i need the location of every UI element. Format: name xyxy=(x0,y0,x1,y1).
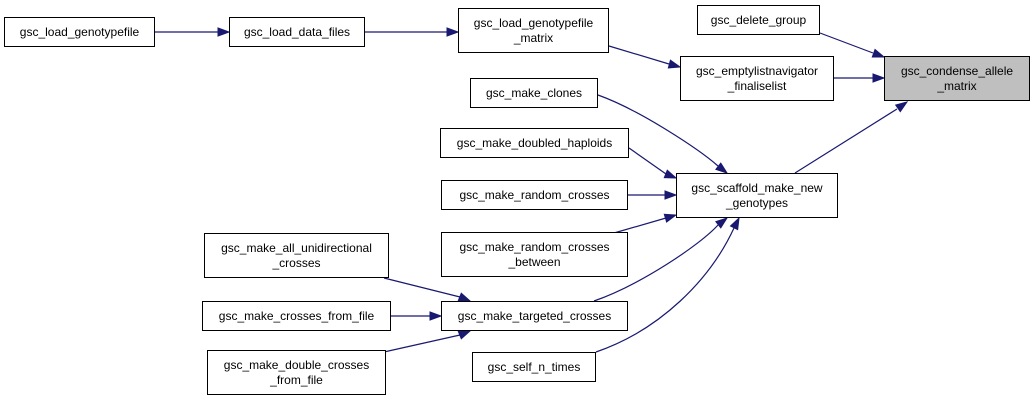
edge-make-random-crosses-to-scaffold xyxy=(628,190,678,200)
edge-load-data-files-to-load-genotypefile-matrix xyxy=(365,27,460,37)
node-label-line: _genotypes xyxy=(725,195,789,210)
node-gsc-make-random-crosses[interactable]: gsc_make_random_crosses xyxy=(441,180,628,210)
edge-make-all-unidirectional-to-targeted xyxy=(383,277,472,302)
edge-delete-group-to-condense xyxy=(819,32,886,58)
node-label-line: _matrix xyxy=(513,30,554,45)
arrowhead-icon xyxy=(872,73,886,83)
node-label-line: gsc_self_n_times xyxy=(487,359,581,374)
node-label-line: gsc_load_data_files xyxy=(243,24,351,39)
node-gsc-make-targeted-crosses[interactable]: gsc_make_targeted_crosses xyxy=(441,301,628,331)
edge-load-genotypefile-to-load-data-files xyxy=(155,27,231,37)
node-label-line: _between xyxy=(508,254,561,269)
edge-self-n-times-to-scaffold xyxy=(595,216,740,353)
arrowhead-icon xyxy=(457,292,472,302)
node-label-line: gsc_make_double_crosses xyxy=(223,357,370,372)
node-gsc-delete-group[interactable]: gsc_delete_group xyxy=(697,5,820,35)
arrowhead-icon xyxy=(729,216,740,231)
node-label-line: _from_file xyxy=(270,372,323,387)
node-label-line: gsc_make_crosses_from_file xyxy=(218,308,375,323)
arrowhead-icon xyxy=(667,59,682,69)
arrowhead-icon xyxy=(446,27,460,37)
edge-make-clones-to-scaffold xyxy=(597,94,729,174)
node-label-line: gsc_make_clones xyxy=(485,85,583,100)
node-label-line: gsc_make_all_unidirectional xyxy=(221,240,372,255)
node-gsc-load-genotypefile[interactable]: gsc_load_genotypefile xyxy=(4,17,155,47)
node-gsc-make-double-crosses-from-file[interactable]: gsc_make_double_crosses _from_file xyxy=(207,350,386,395)
arrowhead-icon xyxy=(663,169,678,179)
edge-emptylistnavigator-to-condense xyxy=(834,73,886,83)
node-label-line: gsc_scaffold_make_new xyxy=(691,180,823,195)
arrowhead-icon xyxy=(663,213,678,223)
node-label-line: gsc_condense_allele xyxy=(900,63,1014,78)
node-label-line: gsc_delete_group xyxy=(710,12,807,27)
arrowhead-icon xyxy=(715,217,729,229)
node-label-line: _matrix xyxy=(937,78,977,93)
node-gsc-condense-allele-matrix: gsc_condense_allele _matrix xyxy=(884,56,1030,101)
node-label-line: gsc_make_random_crosses xyxy=(459,187,610,202)
edge-make-targeted-crosses-to-scaffold xyxy=(593,217,729,302)
node-label-line: _crosses xyxy=(272,255,321,270)
node-label-line: gsc_load_genotypefile xyxy=(19,24,140,39)
node-gsc-scaffold-make-new-genotypes[interactable]: gsc_scaffold_make_new _genotypes xyxy=(676,173,838,218)
node-label-line: gsc_make_targeted_crosses xyxy=(457,308,612,323)
node-gsc-self-n-times[interactable]: gsc_self_n_times xyxy=(472,352,596,382)
arrowhead-icon xyxy=(457,330,472,340)
arrowhead-icon xyxy=(217,27,231,37)
edge-make-random-crosses-between-to-scaffold xyxy=(613,213,678,234)
node-label-line: gsc_load_genotypefile xyxy=(473,15,594,30)
node-gsc-emptylistnavigator-finaliselist[interactable]: gsc_emptylistnavigator _finaliselist xyxy=(680,56,834,101)
node-gsc-make-all-unidirectional-crosses[interactable]: gsc_make_all_unidirectional _crosses xyxy=(204,233,389,278)
node-gsc-make-doubled-haploids[interactable]: gsc_make_doubled_haploids xyxy=(440,128,629,158)
edge-load-genotypefile-matrix-to-emptylistnavigator xyxy=(608,45,682,69)
node-label-line: gsc_make_random_crosses xyxy=(459,239,610,254)
edge-make-crosses-from-file-to-targeted xyxy=(391,311,443,321)
node-label-line: _finaliselist xyxy=(727,78,787,93)
node-label-line: gsc_emptylistnavigator xyxy=(695,63,819,78)
node-label-line: gsc_make_doubled_haploids xyxy=(456,135,613,150)
node-gsc-make-crosses-from-file[interactable]: gsc_make_crosses_from_file xyxy=(202,301,391,331)
edge-scaffold-to-condense xyxy=(794,101,909,174)
node-gsc-make-clones[interactable]: gsc_make_clones xyxy=(470,78,598,108)
arrowhead-icon xyxy=(429,311,443,321)
arrowhead-icon xyxy=(664,190,678,200)
node-gsc-load-data-files[interactable]: gsc_load_data_files xyxy=(229,17,365,47)
arrowhead-icon xyxy=(894,101,909,113)
arrowhead-icon xyxy=(715,162,729,174)
arrowhead-icon xyxy=(871,48,886,58)
node-gsc-load-genotypefile-matrix[interactable]: gsc_load_genotypefile _matrix xyxy=(458,8,609,53)
edge-make-double-crosses-to-targeted xyxy=(383,330,472,353)
node-gsc-make-random-crosses-between[interactable]: gsc_make_random_crosses _between xyxy=(441,232,628,277)
edge-make-doubled-haploids-to-scaffold xyxy=(628,147,678,179)
